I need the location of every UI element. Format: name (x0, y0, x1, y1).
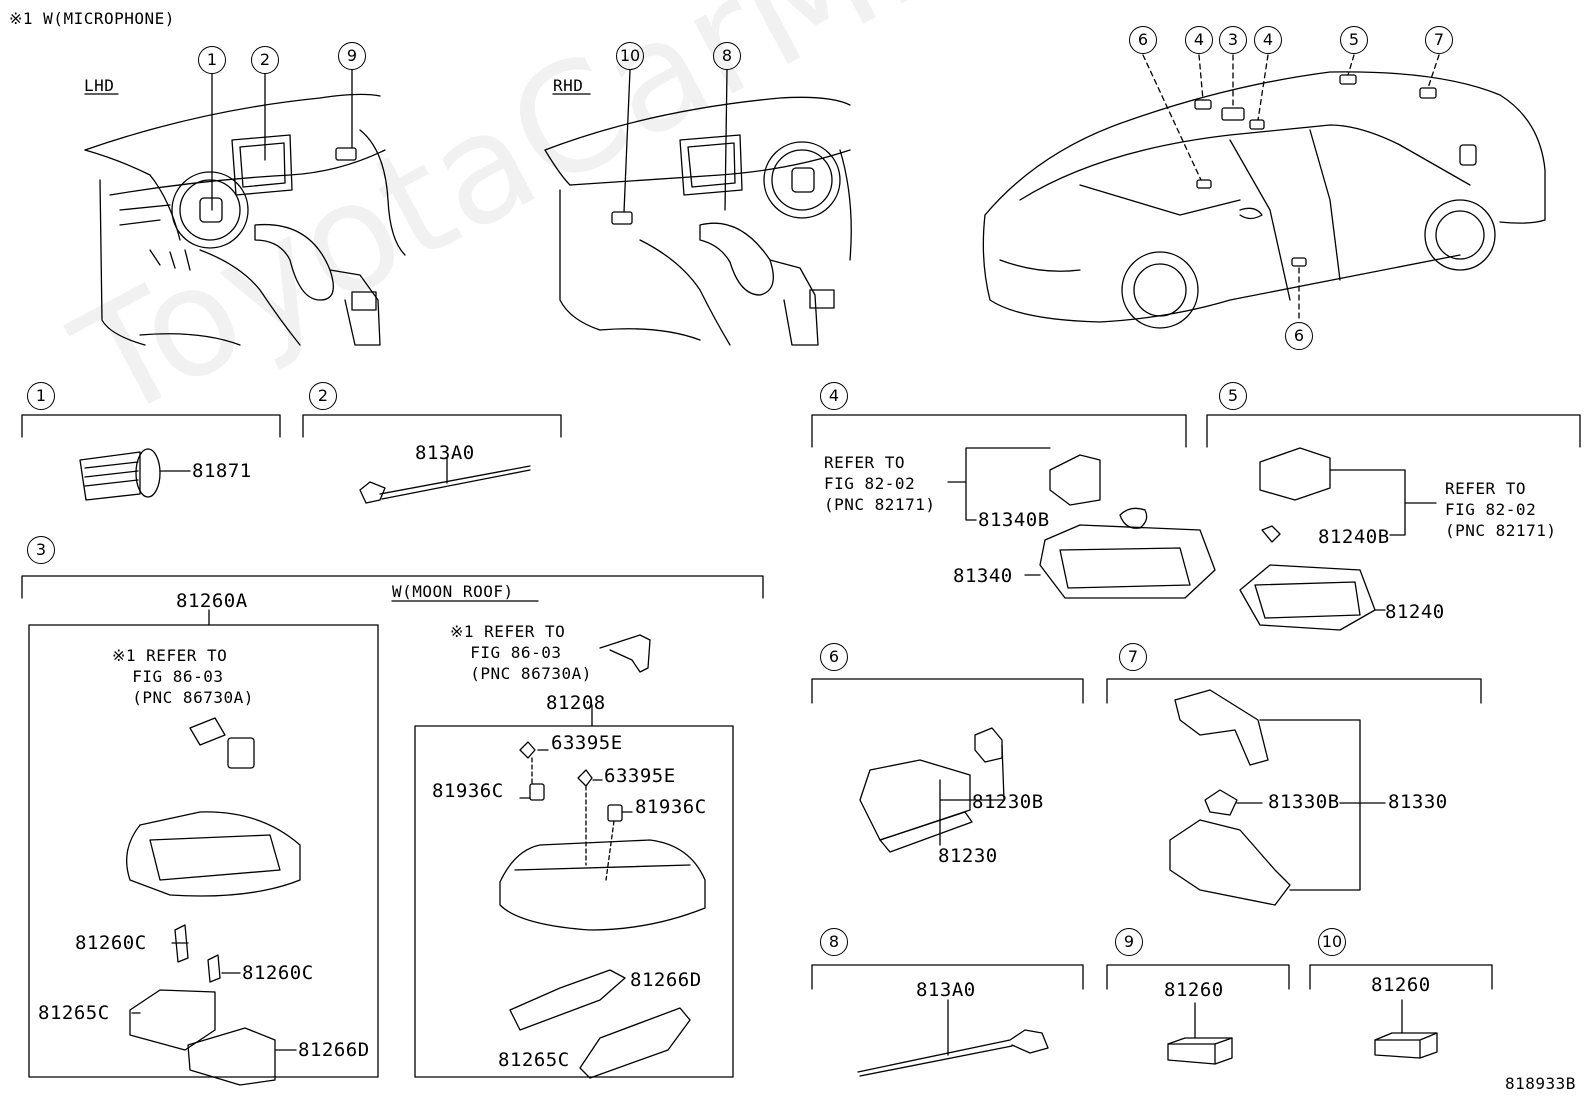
section-5-marker: 5 (1219, 382, 1247, 410)
callout-2: 2 (251, 46, 279, 74)
callout-1: 1 (198, 46, 226, 74)
part-sketches (79, 447, 1438, 1086)
section-7-marker: 7 (1119, 643, 1147, 671)
vehicle-illustration (982, 71, 1546, 329)
part-81266D-b[interactable]: 81266D (630, 969, 702, 991)
rhd-view-label: RHD (553, 76, 584, 95)
section-6-marker: 6 (820, 643, 848, 671)
callout-6: 6 (1129, 26, 1157, 54)
part-81208[interactable]: 81208 (546, 692, 606, 714)
microphone-note: ※1 W(MICROPHONE) (9, 9, 175, 28)
part-81936C-a[interactable]: 81936C (432, 780, 504, 802)
section-1-marker: 1 (27, 382, 55, 410)
section-10-marker: 10 (1318, 928, 1346, 956)
part-81265C-a[interactable]: 81265C (38, 1002, 110, 1024)
part-81330[interactable]: 81330 (1388, 791, 1448, 813)
callout-4: 4 (1185, 26, 1213, 54)
callout-7: 7 (1425, 26, 1453, 54)
part-81936C-b[interactable]: 81936C (635, 796, 707, 818)
section-2-marker: 2 (309, 382, 337, 410)
part-81230B[interactable]: 81230B (972, 791, 1044, 813)
callout-6: 6 (1285, 322, 1313, 350)
callout-4: 4 (1254, 26, 1282, 54)
section-8-marker: 8 (820, 928, 848, 956)
section-9-marker: 9 (1115, 928, 1143, 956)
callout-9: 9 (338, 42, 366, 70)
part-81266D-a[interactable]: 81266D (298, 1039, 370, 1061)
refer-fig-86-03-left[interactable]: ※1 REFER TO FIG 86-03 (PNC 86730A) (112, 646, 254, 707)
part-81240[interactable]: 81240 (1385, 601, 1445, 623)
part-81871[interactable]: 81871 (192, 460, 252, 482)
part-81340B[interactable]: 81340B (978, 509, 1050, 531)
part-63395E-a[interactable]: 63395E (551, 732, 623, 754)
refer-fig-82-02-left[interactable]: REFER TO FIG 82-02 (PNC 82171) (824, 453, 936, 514)
refer-fig-82-02-right[interactable]: REFER TO FIG 82-02 (PNC 82171) (1445, 479, 1557, 540)
refer-fig-86-03-right[interactable]: ※1 REFER TO FIG 86-03 (PNC 86730A) (450, 622, 592, 683)
lhd-view-label: LHD (84, 76, 115, 95)
lhd-dashboard-illustration (84, 93, 406, 346)
part-81240B[interactable]: 81240B (1318, 526, 1390, 548)
leader-lines-overview (84, 54, 1440, 323)
part-81340[interactable]: 81340 (953, 565, 1013, 587)
group-brackets (21, 414, 1581, 1078)
callout-8: 8 (713, 42, 741, 70)
part-81260-sec9[interactable]: 81260 (1164, 979, 1224, 1001)
moon-roof-label: W(MOON ROOF) (392, 582, 514, 601)
part-813A0-sec8[interactable]: 813A0 (916, 979, 976, 1001)
part-81330B[interactable]: 81330B (1268, 791, 1340, 813)
callout-5: 5 (1340, 26, 1368, 54)
section-4-marker: 4 (820, 382, 848, 410)
rhd-dashboard-illustration (544, 96, 852, 346)
callout-10: 10 (616, 42, 644, 70)
part-81260-sec10[interactable]: 81260 (1371, 974, 1431, 996)
figure-id: 818933B (1505, 1074, 1576, 1093)
part-81265C-b[interactable]: 81265C (498, 1049, 570, 1071)
part-813A0-sec2[interactable]: 813A0 (415, 442, 475, 464)
callout-3: 3 (1219, 26, 1247, 54)
part-81260C-a[interactable]: 81260C (75, 932, 147, 954)
section-3-marker: 3 (27, 536, 55, 564)
part-81260C-b[interactable]: 81260C (242, 962, 314, 984)
part-81260A[interactable]: 81260A (176, 590, 248, 612)
part-81230[interactable]: 81230 (938, 845, 998, 867)
part-63395E-b[interactable]: 63395E (604, 765, 676, 787)
